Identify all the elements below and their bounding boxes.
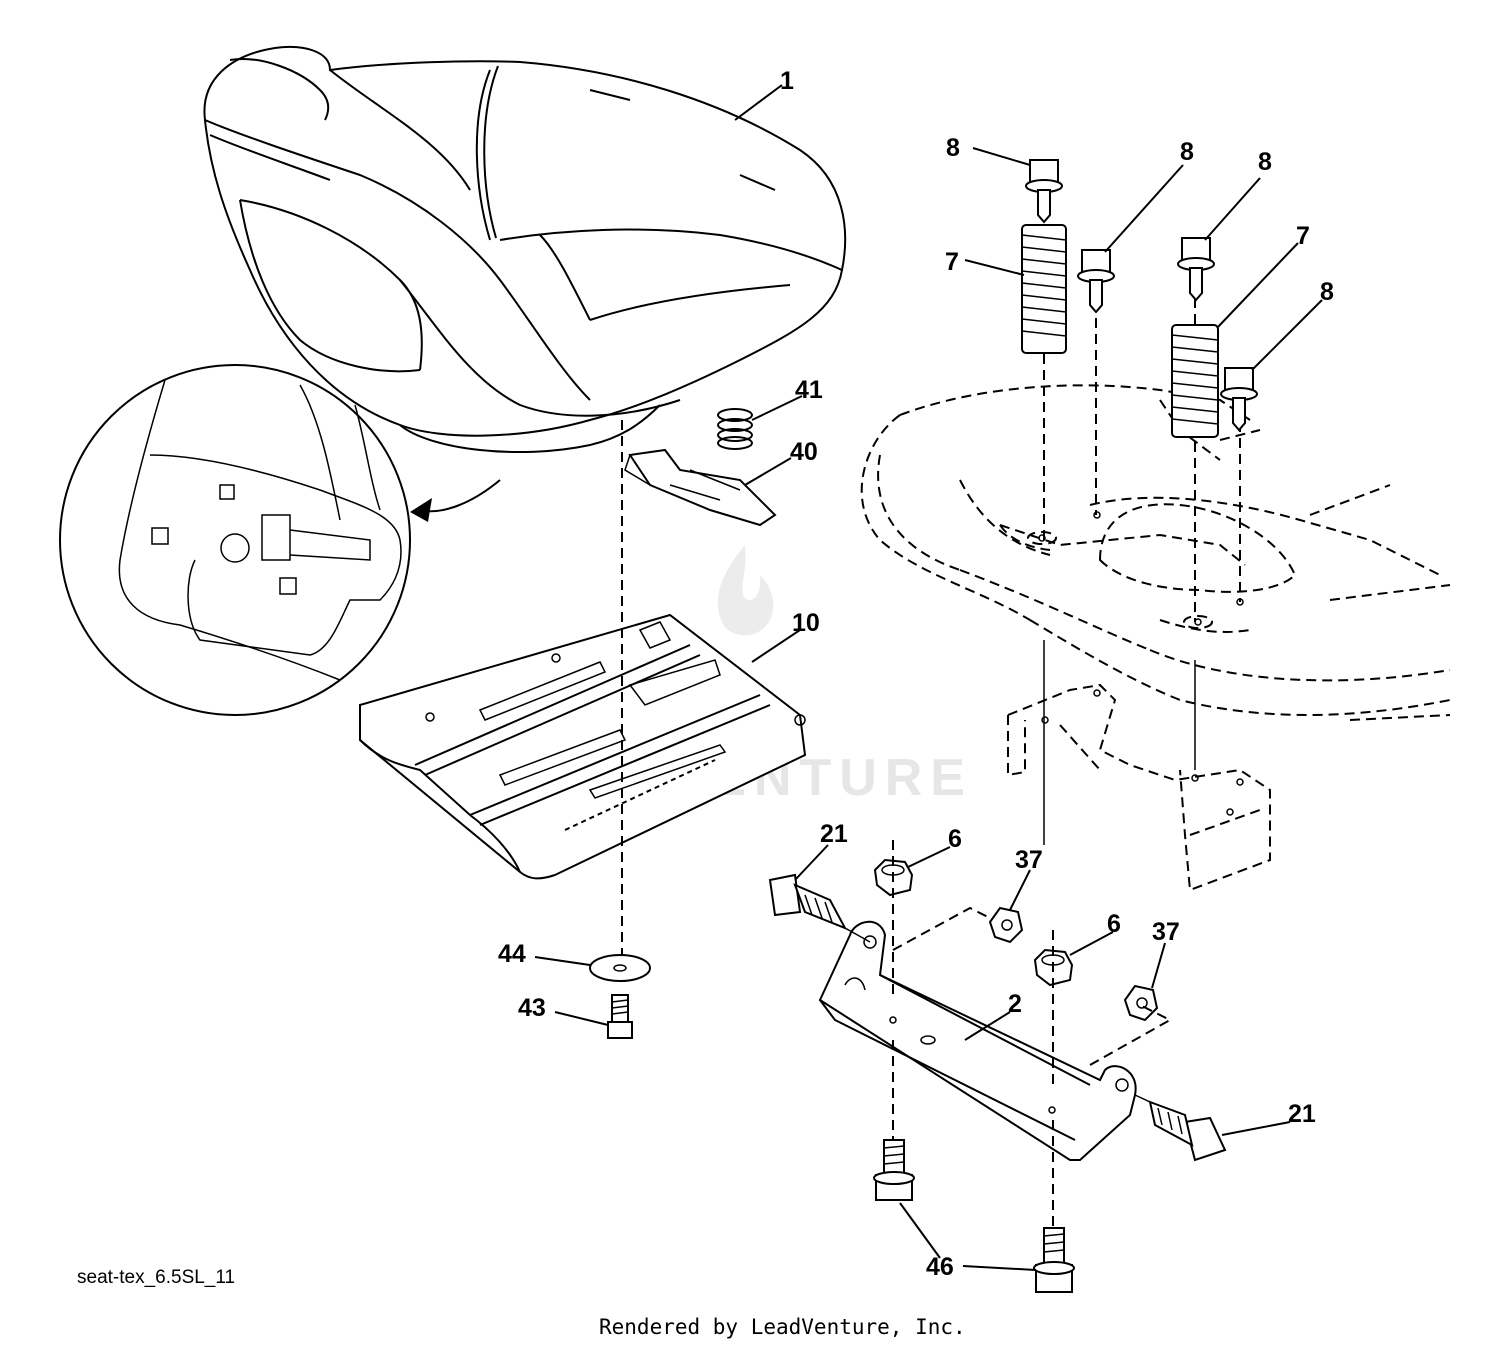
spring-7-right xyxy=(1171,324,1219,438)
callout-8: 8 xyxy=(1258,148,1272,176)
seat-pan-10 xyxy=(359,613,807,880)
bolt-46-b xyxy=(1033,1227,1075,1293)
bolt-8-a xyxy=(1025,159,1063,224)
callout-8: 8 xyxy=(946,134,960,162)
callout-37: 37 xyxy=(1152,918,1180,946)
spring-41 xyxy=(717,408,753,450)
spring-axes xyxy=(1043,210,1241,845)
callout-8: 8 xyxy=(1180,138,1194,166)
bracket-40 xyxy=(624,448,777,527)
frame-outline xyxy=(860,384,1451,721)
callout-10: 10 xyxy=(792,609,820,637)
bolt-21-right xyxy=(1134,1094,1227,1162)
callout-labels: 1 8 8 8 8 7 7 41 40 10 21 6 37 6 37 2 44… xyxy=(498,67,1334,1281)
callout-41: 41 xyxy=(795,376,823,404)
callout-6: 6 xyxy=(948,825,962,853)
callout-2: 2 xyxy=(1008,990,1022,1018)
callout-1: 1 xyxy=(780,67,794,95)
callout-40: 40 xyxy=(790,438,818,466)
inset-detail xyxy=(59,364,501,716)
callout-21: 21 xyxy=(820,820,848,848)
callout-21: 21 xyxy=(1288,1100,1316,1128)
callout-8: 8 xyxy=(1320,278,1334,306)
callout-6: 6 xyxy=(1107,910,1121,938)
leader-lines xyxy=(534,84,1323,1271)
bolt-46-a xyxy=(873,1139,915,1201)
footer-credit: Rendered by LeadVenture, Inc. xyxy=(599,1315,966,1339)
washer-44 xyxy=(589,954,651,982)
frame-bracket-dashed xyxy=(1007,683,1271,892)
bolt-43 xyxy=(607,994,633,1039)
callout-7: 7 xyxy=(1296,222,1310,250)
callout-46: 46 xyxy=(926,1253,954,1281)
assembly-lines xyxy=(892,840,1173,1235)
bolt-21-left xyxy=(768,873,871,943)
callout-44: 44 xyxy=(498,940,526,968)
callout-7: 7 xyxy=(945,248,959,276)
mount-bracket-2 xyxy=(818,920,1137,1161)
bolt-8-d xyxy=(1220,367,1258,432)
callout-37: 37 xyxy=(1015,846,1043,874)
callout-43: 43 xyxy=(518,994,546,1022)
bolt-8-c xyxy=(1177,237,1215,302)
nut-37-b xyxy=(1123,984,1159,1022)
bolt-8-b xyxy=(1077,249,1115,314)
diagram-caption: seat-tex_6.5SL_11 xyxy=(77,1267,235,1288)
nut-37-a xyxy=(988,906,1024,944)
spring-7-left xyxy=(1021,224,1067,354)
seat-part xyxy=(203,46,847,454)
